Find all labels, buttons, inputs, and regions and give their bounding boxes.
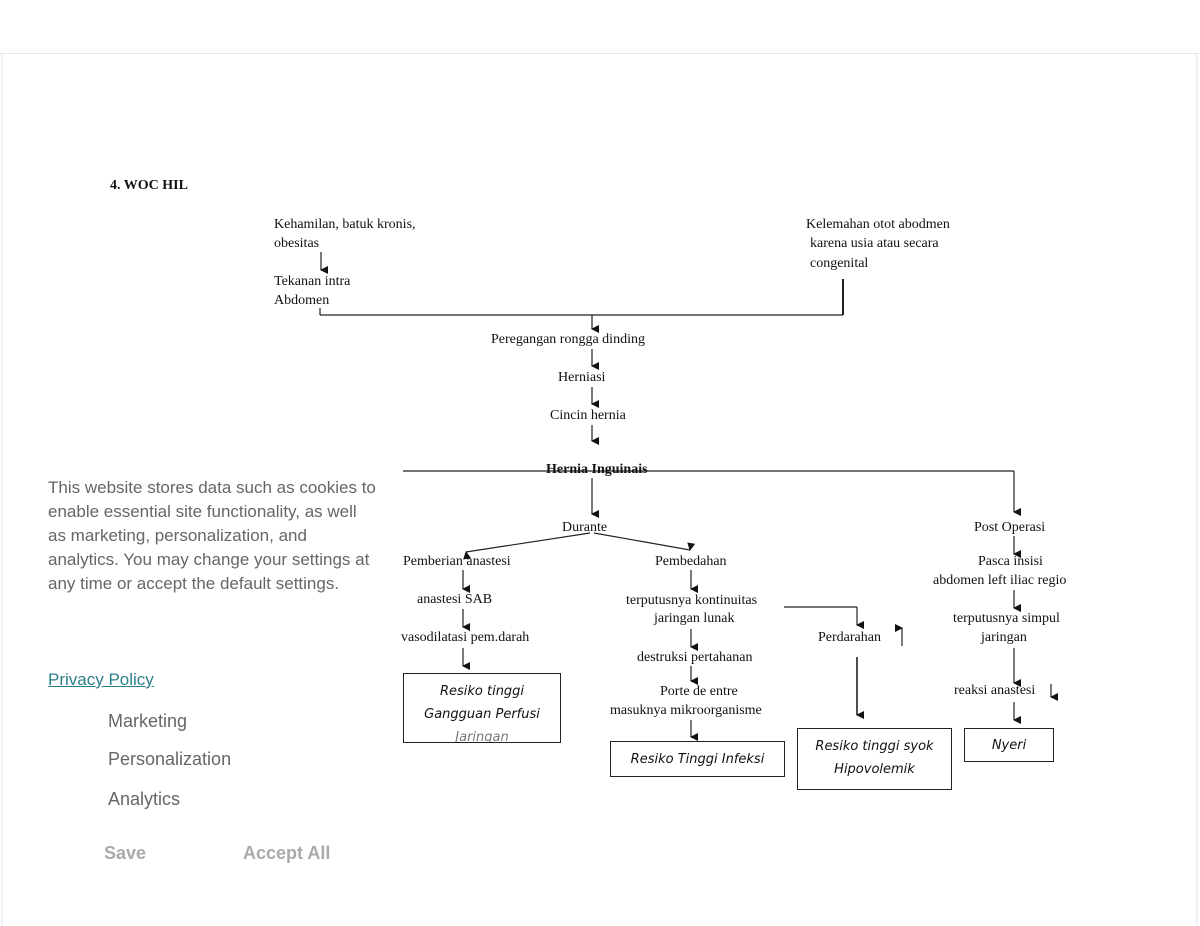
node-defense-destruction: destruksi pertahanan (637, 650, 753, 665)
node-inguinal-hernia: Hernia Inguinais (546, 462, 648, 477)
outcome-shock-line2: Hipovolemik (834, 762, 915, 777)
node-muscle-weakness-line3: congenital (810, 256, 869, 271)
node-wall-stretching: Peregangan rongga dinding (491, 332, 645, 347)
accept-all-button[interactable]: Accept All (243, 843, 331, 863)
node-knot-break-line2: jaringan (981, 630, 1027, 645)
node-knot-break: terputusnya simpul (953, 611, 1060, 626)
top-bar (0, 0, 1200, 54)
option-personalization[interactable]: Personalization (108, 749, 232, 769)
node-durante: Durante (562, 520, 608, 535)
cookie-message: This website stores data such as cookies… (48, 478, 376, 593)
node-herniation: Herniasi (558, 370, 606, 385)
node-cause-pregnancy: Kehamilan, batuk kronis, (274, 217, 416, 232)
cookie-consent-panel: This website stores data such as cookies… (40, 470, 380, 890)
save-button[interactable]: Save (104, 843, 147, 863)
node-anesthesia-reaction: reaksi anastesi (954, 683, 1036, 698)
node-post-incision: Pasca insisi (978, 554, 1043, 569)
node-muscle-weakness: Kelemahan otot abodmen (806, 217, 950, 232)
node-intra-abdominal-pressure-line2: Abdomen (274, 293, 330, 308)
node-surgery: Pembedahan (655, 554, 727, 569)
node-post-operasi: Post Operasi (974, 520, 1046, 535)
outcome-infection-risk: Resiko Tinggi Infeksi (610, 741, 785, 777)
node-intra-abdominal-pressure: Tekanan intra (274, 274, 351, 289)
option-marketing[interactable]: Marketing (108, 711, 188, 731)
node-muscle-weakness-line2: karena usia atau secara (810, 236, 939, 251)
node-sab: anastesi SAB (417, 592, 493, 607)
outcome-perfusion-line3: Jaringan (455, 730, 509, 743)
outcome-pain-label: Nyeri (991, 738, 1027, 753)
outcome-shock-risk: Resiko tinggi syok Hipovolemik (797, 728, 952, 790)
node-tissue-discontinuity: terputusnya kontinuitas (626, 593, 758, 608)
node-tissue-discontinuity-line2: jaringan lunak (654, 611, 735, 626)
node-cause-pregnancy-line2: obesitas (274, 236, 320, 251)
outcome-pain: Nyeri (964, 728, 1054, 762)
node-post-incision-line2: abdomen left iliac regio (933, 573, 1067, 588)
outcome-infection-label: Resiko Tinggi Infeksi (630, 752, 765, 767)
node-bleeding: Perdarahan (818, 630, 881, 645)
node-porte-de-entre: Porte de entre (660, 684, 738, 699)
outcome-perfusion-line2: Gangguan Perfusi (424, 707, 540, 722)
node-porte-de-entre-line2: masuknya mikroorganisme (610, 703, 762, 718)
diagram-heading: 4. WOC HIL (110, 178, 188, 193)
node-vasodilation: vasodilatasi pem.darah (401, 630, 530, 645)
option-analytics[interactable]: Analytics (108, 789, 181, 809)
outcome-perfusion-risk: Resiko tinggi Gangguan Perfusi Jaringan (403, 673, 561, 743)
node-hernia-ring: Cincin hernia (550, 408, 626, 423)
privacy-policy-link[interactable]: Privacy Policy (48, 670, 154, 689)
node-anesthesia: Pemberian anastesi (403, 554, 511, 569)
outcome-shock-line1: Resiko tinggi syok (815, 739, 934, 754)
outcome-perfusion-line1: Resiko tinggi (439, 684, 525, 699)
